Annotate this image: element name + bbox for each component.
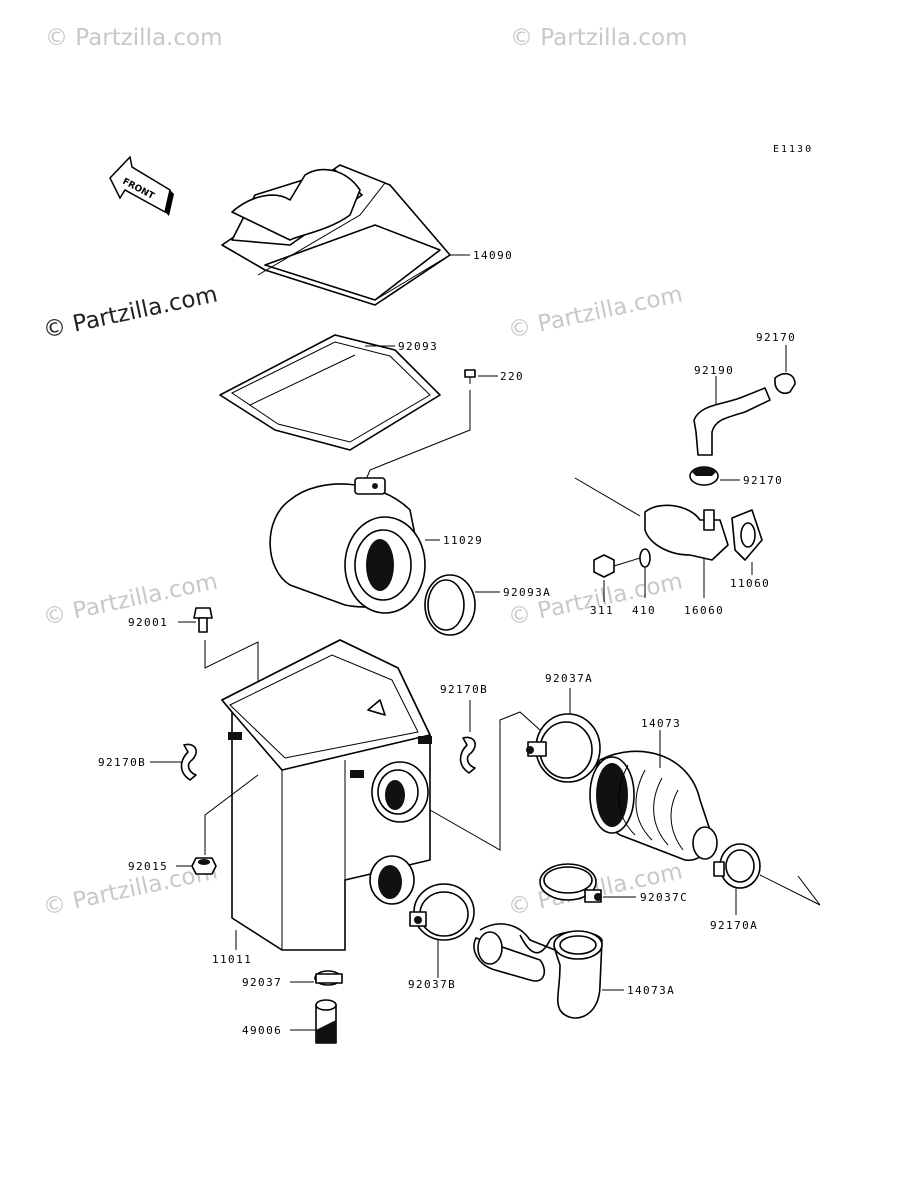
label-49006: 49006 — [242, 1024, 282, 1037]
watermark: © Partzilla.com — [45, 25, 223, 51]
label-14090: 14090 — [473, 249, 513, 262]
label-92170B-right: 92170B — [440, 683, 488, 696]
part-410-washer — [613, 548, 651, 598]
label-92093A: 92093A — [503, 586, 551, 599]
diagram-code: E1130 — [773, 144, 813, 155]
label-14073: 14073 — [641, 717, 681, 730]
watermark-main: © Partzilla.com — [41, 282, 220, 344]
label-311: 311 — [590, 604, 614, 617]
part-14073-boot — [589, 730, 718, 861]
part-49006-tube — [290, 999, 337, 1044]
part-92170A-clamp — [713, 843, 821, 915]
label-92037C: 92037C — [640, 891, 688, 904]
label-11060: 11060 — [730, 577, 770, 590]
label-14073A: 14073A — [627, 984, 675, 997]
label-92015: 92015 — [128, 860, 168, 873]
label-92170A: 92170A — [710, 919, 758, 932]
label-11011: 11011 — [212, 953, 252, 966]
part-92190-hose — [693, 376, 771, 456]
label-220: 220 — [500, 370, 524, 383]
label-92037A: 92037A — [545, 672, 593, 685]
part-11029-filter — [269, 477, 440, 614]
part-11060-gasket — [731, 509, 763, 575]
part-14090-cover — [221, 164, 470, 306]
label-92170-top: 92170 — [756, 331, 796, 344]
watermark: © Partzilla.com — [510, 25, 688, 51]
part-92037C-clamp — [539, 863, 636, 903]
part-92170B-clip-right — [459, 700, 476, 774]
part-14073A-duct — [473, 923, 624, 1019]
label-92190: 92190 — [694, 364, 734, 377]
label-16060: 16060 — [684, 604, 724, 617]
part-311-nut — [593, 554, 615, 602]
part-92170-clip-mid — [689, 466, 740, 486]
part-11011-case — [221, 639, 432, 951]
label-92170B-left: 92170B — [98, 756, 146, 769]
part-92015-nut — [176, 857, 217, 875]
label-92170-mid: 92170 — [743, 474, 783, 487]
label-410: 410 — [632, 604, 656, 617]
part-92093A-ring — [424, 574, 500, 636]
part-92037A-clamp — [526, 688, 601, 783]
label-92001: 92001 — [128, 616, 168, 629]
part-92170B-clip-left — [150, 743, 197, 781]
label-92037B: 92037B — [408, 978, 456, 991]
label-11029: 11029 — [443, 534, 483, 547]
part-92170-clip-top — [774, 345, 796, 395]
part-92093-gasket — [219, 334, 441, 451]
part-92037-clamp — [290, 970, 343, 986]
part-labels: 14090 92093 220 92170 92190 92170 11029 … — [98, 249, 796, 1037]
part-16060-fitting — [574, 477, 729, 598]
watermark: © Partzilla.com — [506, 282, 685, 344]
label-92037: 92037 — [242, 976, 282, 989]
label-92093: 92093 — [398, 340, 438, 353]
part-220-screw — [364, 369, 498, 483]
watermark: © Partzilla.com — [506, 569, 685, 631]
part-92037B-clamp — [409, 883, 475, 978]
front-arrow-icon: FRONT — [109, 155, 174, 216]
